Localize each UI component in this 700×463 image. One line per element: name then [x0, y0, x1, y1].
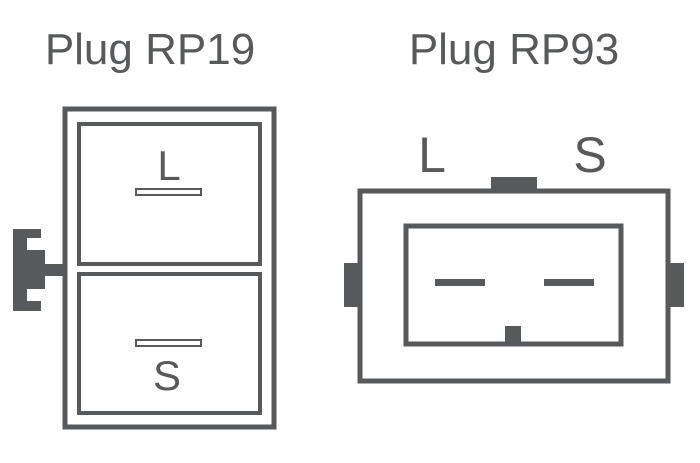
plug-rp93-pin-l-terminal: [435, 279, 485, 286]
plug-rp93-bottom-key: [505, 326, 521, 344]
plug-rp19-pin-s-label: S: [153, 352, 181, 399]
plug-rp93-left-tab: [344, 263, 358, 307]
plug-rp19-pin-l-terminal: [135, 188, 202, 196]
plug-rp93-top-key: [491, 177, 537, 191]
plug-rp19-title: Plug RP19: [45, 25, 255, 74]
plug-rp93-pin-s-terminal: [544, 279, 594, 286]
plug-rp93-right-tab: [670, 263, 684, 307]
plug-rp19-side-latch: [13, 229, 63, 311]
plug-rp93-pin-l-label: L: [418, 127, 446, 183]
plug-rp93-housing: [357, 188, 671, 384]
plug-rp19-housing: [62, 106, 277, 430]
plug-rp19-upper-cavity: [77, 122, 262, 266]
plug-rp19-pin-l-label: L: [157, 142, 180, 189]
plug-rp19: Plug RP19 L S: [13, 25, 277, 430]
plug-rp93-pin-s-label: S: [573, 127, 606, 183]
plug-rp19-lower-cavity: [77, 272, 262, 415]
plug-rp19-pin-s-terminal: [135, 339, 202, 347]
plug-rp93-title: Plug RP93: [409, 25, 619, 74]
plug-rp93: Plug RP93 L S: [344, 25, 684, 384]
